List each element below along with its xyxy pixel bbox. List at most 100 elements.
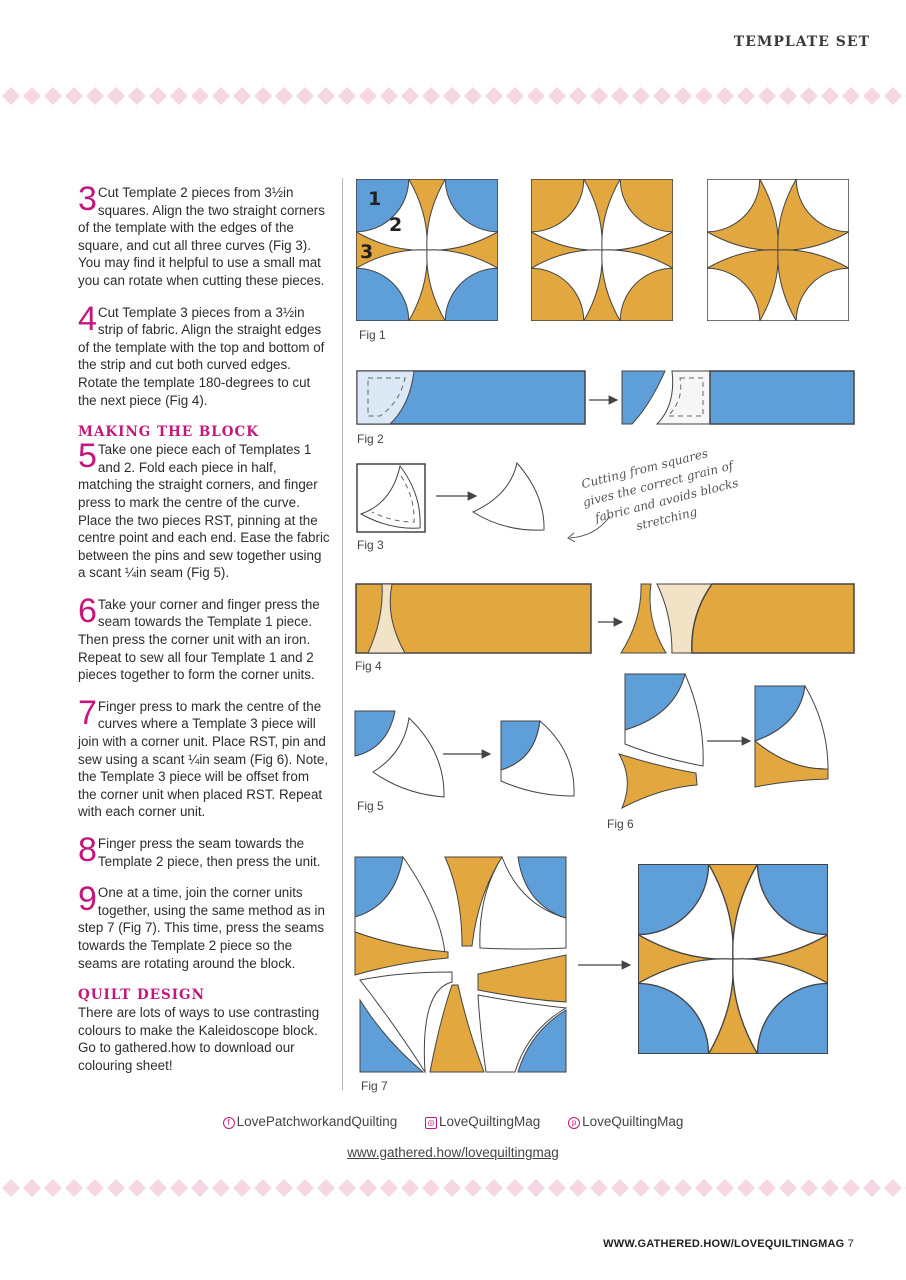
diamond-shape xyxy=(170,1179,188,1197)
diamond-shape xyxy=(338,87,356,105)
diamond-shape xyxy=(107,87,125,105)
diamond-shape xyxy=(632,1179,650,1197)
page-footer: WWW.GATHERED.HOW/LOVEQUILTINGMAG 7 xyxy=(603,1238,854,1250)
quilt-design-heading: QUILT DESIGN xyxy=(78,987,205,1004)
diamond-shape xyxy=(359,1179,377,1197)
diamond-shape xyxy=(632,87,650,105)
step-number: 3 xyxy=(78,180,97,218)
fig3-label: Fig 3 xyxy=(357,538,384,552)
diamond-shape xyxy=(842,1179,860,1197)
diamond-shape xyxy=(737,87,755,105)
footer-site[interactable]: WWW.GATHERED.HOW/LOVEQUILTINGMAG xyxy=(603,1238,845,1250)
diamond-shape xyxy=(527,1179,545,1197)
diamond-shape xyxy=(821,87,839,105)
diamond-shape xyxy=(653,87,671,105)
diamond-shape xyxy=(464,87,482,105)
step-text: Cut Template 3 pieces from a 3½in strip … xyxy=(78,304,325,408)
facebook-handle: LovePatchworkandQuilting xyxy=(236,1114,398,1129)
instagram-handle: LoveQuiltingMag xyxy=(438,1114,541,1129)
instagram-link[interactable]: ◎LoveQuiltingMag xyxy=(424,1114,541,1129)
diamond-shape xyxy=(44,87,62,105)
diamond-shape xyxy=(464,1179,482,1197)
diamond-shape xyxy=(800,1179,818,1197)
diamond-shape xyxy=(233,87,251,105)
diamond-shape xyxy=(548,1179,566,1197)
step-text: Finger press the seam towards the Templa… xyxy=(97,836,321,869)
column-divider xyxy=(342,178,343,1090)
fig7-diagram xyxy=(354,855,828,1074)
diamond-shape xyxy=(212,87,230,105)
diamond-shape xyxy=(695,1179,713,1197)
diamond-shape xyxy=(884,1179,902,1197)
diamond-shape xyxy=(170,87,188,105)
diamond-band-bottom xyxy=(2,1179,906,1197)
diamond-shape xyxy=(443,87,461,105)
diamond-shape xyxy=(233,1179,251,1197)
diamond-shape xyxy=(86,87,104,105)
diamond-shape xyxy=(758,1179,776,1197)
diamond-shape xyxy=(401,87,419,105)
fig1-diagram: 1 2 3 xyxy=(356,179,849,321)
diamond-shape xyxy=(569,87,587,105)
diamond-shape xyxy=(695,87,713,105)
diamond-shape xyxy=(422,1179,440,1197)
diamond-shape xyxy=(590,1179,608,1197)
step-text: Take your corner and finger press the se… xyxy=(78,596,320,683)
diamond-shape xyxy=(86,1179,104,1197)
diamond-shape xyxy=(779,1179,797,1197)
diamond-shape xyxy=(65,87,83,105)
diamond-shape xyxy=(758,87,776,105)
diamond-band-top xyxy=(2,87,906,105)
diamond-shape xyxy=(380,1179,398,1197)
facebook-icon: f xyxy=(222,1117,235,1129)
diamond-shape xyxy=(23,1179,41,1197)
fig5-label: Fig 5 xyxy=(357,799,384,813)
diamond-shape xyxy=(800,87,818,105)
diamond-shape xyxy=(338,1179,356,1197)
diamond-shape xyxy=(44,1179,62,1197)
fig6-label: Fig 6 xyxy=(607,817,634,831)
diamond-shape xyxy=(212,1179,230,1197)
diamond-shape xyxy=(296,1179,314,1197)
fig4-label: Fig 4 xyxy=(355,659,382,673)
diamond-shape xyxy=(506,1179,524,1197)
pinterest-icon: p xyxy=(568,1117,581,1129)
page-number: 7 xyxy=(847,1238,854,1250)
pinterest-handle: LoveQuiltingMag xyxy=(582,1114,684,1129)
diamond-shape xyxy=(359,87,377,105)
page-header-title: TEMPLATE SET xyxy=(733,34,870,50)
diamond-shape xyxy=(128,87,146,105)
instagram-icon: ◎ xyxy=(424,1117,437,1129)
quilt-design-text: There are lots of ways to use contrastin… xyxy=(78,1005,320,1073)
website-link[interactable]: www.gathered.how/lovequiltingmag xyxy=(347,1145,559,1160)
fig6-diagram xyxy=(617,672,829,810)
fig1-number-1: 1 xyxy=(368,188,381,210)
diamond-shape xyxy=(149,87,167,105)
diamond-shape xyxy=(842,87,860,105)
diamond-shape xyxy=(2,1179,20,1197)
step-text: Cut Template 2 pieces from 3½in squares.… xyxy=(78,185,325,288)
diamond-shape xyxy=(65,1179,83,1197)
step-number: 4 xyxy=(78,299,97,338)
diamond-shape xyxy=(737,1179,755,1197)
diamond-shape xyxy=(779,87,797,105)
diamond-shape xyxy=(422,87,440,105)
fig7-label: Fig 7 xyxy=(361,1079,388,1093)
diamond-shape xyxy=(254,87,272,105)
diamond-shape xyxy=(863,1179,881,1197)
diamond-shape xyxy=(191,87,209,105)
diamond-shape xyxy=(485,87,503,105)
diamond-shape xyxy=(191,1179,209,1197)
step-text: Take one piece each of Templates 1 and 2… xyxy=(78,442,330,581)
